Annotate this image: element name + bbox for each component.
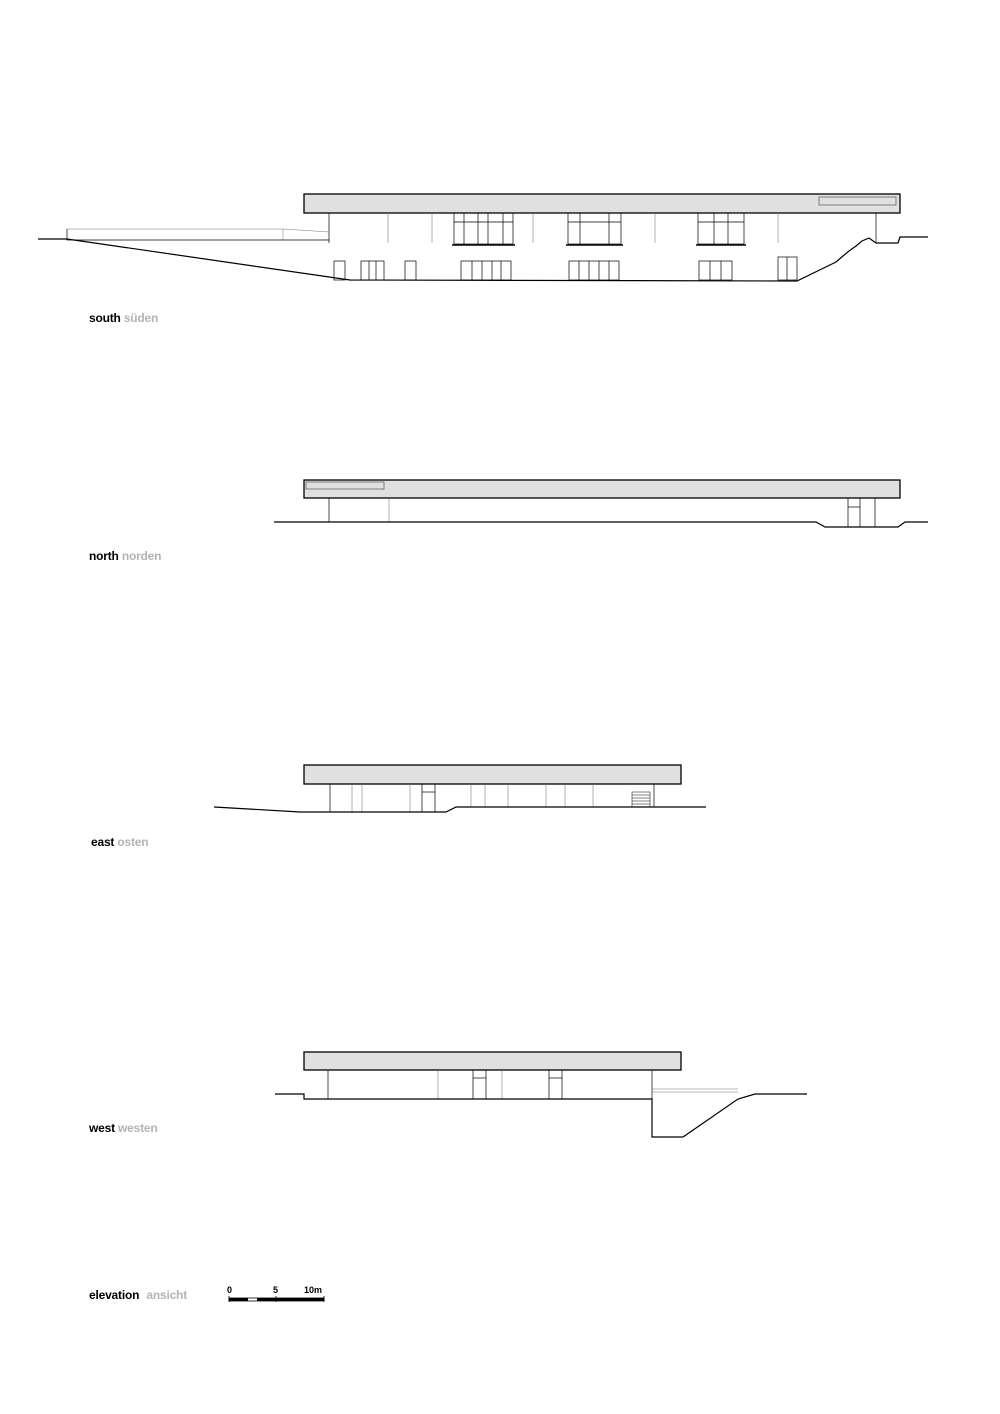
east-elevation-label: east osten — [91, 835, 149, 849]
west-roof-slab — [303, 1051, 682, 1071]
south-roof-inset — [818, 196, 897, 206]
south-upper-window-group-2 — [566, 212, 623, 246]
south-elevation-label: south süden — [89, 311, 158, 325]
north-label-de: norden — [121, 549, 162, 563]
north-elevation — [274, 479, 928, 528]
north-elevation-label: north norden — [89, 549, 161, 563]
scale-tick-5: 5 — [273, 1285, 279, 1295]
south-label-en: south — [89, 311, 121, 325]
south-lower-openings — [333, 256, 798, 281]
west-label-de: westen — [118, 1121, 158, 1135]
west-elevation-label: west westen — [89, 1121, 158, 1135]
south-upper-window-group-3 — [696, 212, 746, 246]
legend-label-de: ansicht — [146, 1288, 187, 1302]
north-label-en: north — [89, 549, 119, 563]
north-ground-line — [274, 521, 928, 528]
west-ground-line — [275, 1093, 807, 1138]
scale-tick-10m: 10m — [304, 1285, 323, 1295]
scale-bar — [228, 1296, 325, 1302]
legend-label-en: elevation — [89, 1288, 140, 1302]
west-elevation — [275, 1051, 807, 1138]
east-roof-slab — [303, 764, 682, 785]
south-elevation — [38, 193, 928, 282]
scale-tick-0: 0 — [227, 1285, 233, 1295]
east-door — [421, 783, 436, 813]
south-left-terrace — [66, 229, 329, 241]
east-label-en: east — [91, 835, 115, 849]
west-label-en: west — [89, 1121, 115, 1135]
west-door-1 — [472, 1069, 487, 1100]
south-label-de: süden — [123, 311, 159, 325]
east-label-de: osten — [117, 835, 149, 849]
north-door — [847, 497, 861, 528]
legend-label: elevation ansicht — [89, 1288, 187, 1302]
south-upper-window-group-1 — [452, 212, 515, 246]
east-ground-line — [213, 806, 706, 813]
west-door-2 — [548, 1069, 563, 1100]
east-stair-hatch — [631, 791, 651, 808]
north-roof-slab — [303, 479, 901, 499]
south-roof-slab — [303, 193, 901, 214]
north-roof-inset — [305, 481, 385, 490]
south-ground-line — [38, 236, 928, 282]
east-elevation — [213, 764, 706, 813]
